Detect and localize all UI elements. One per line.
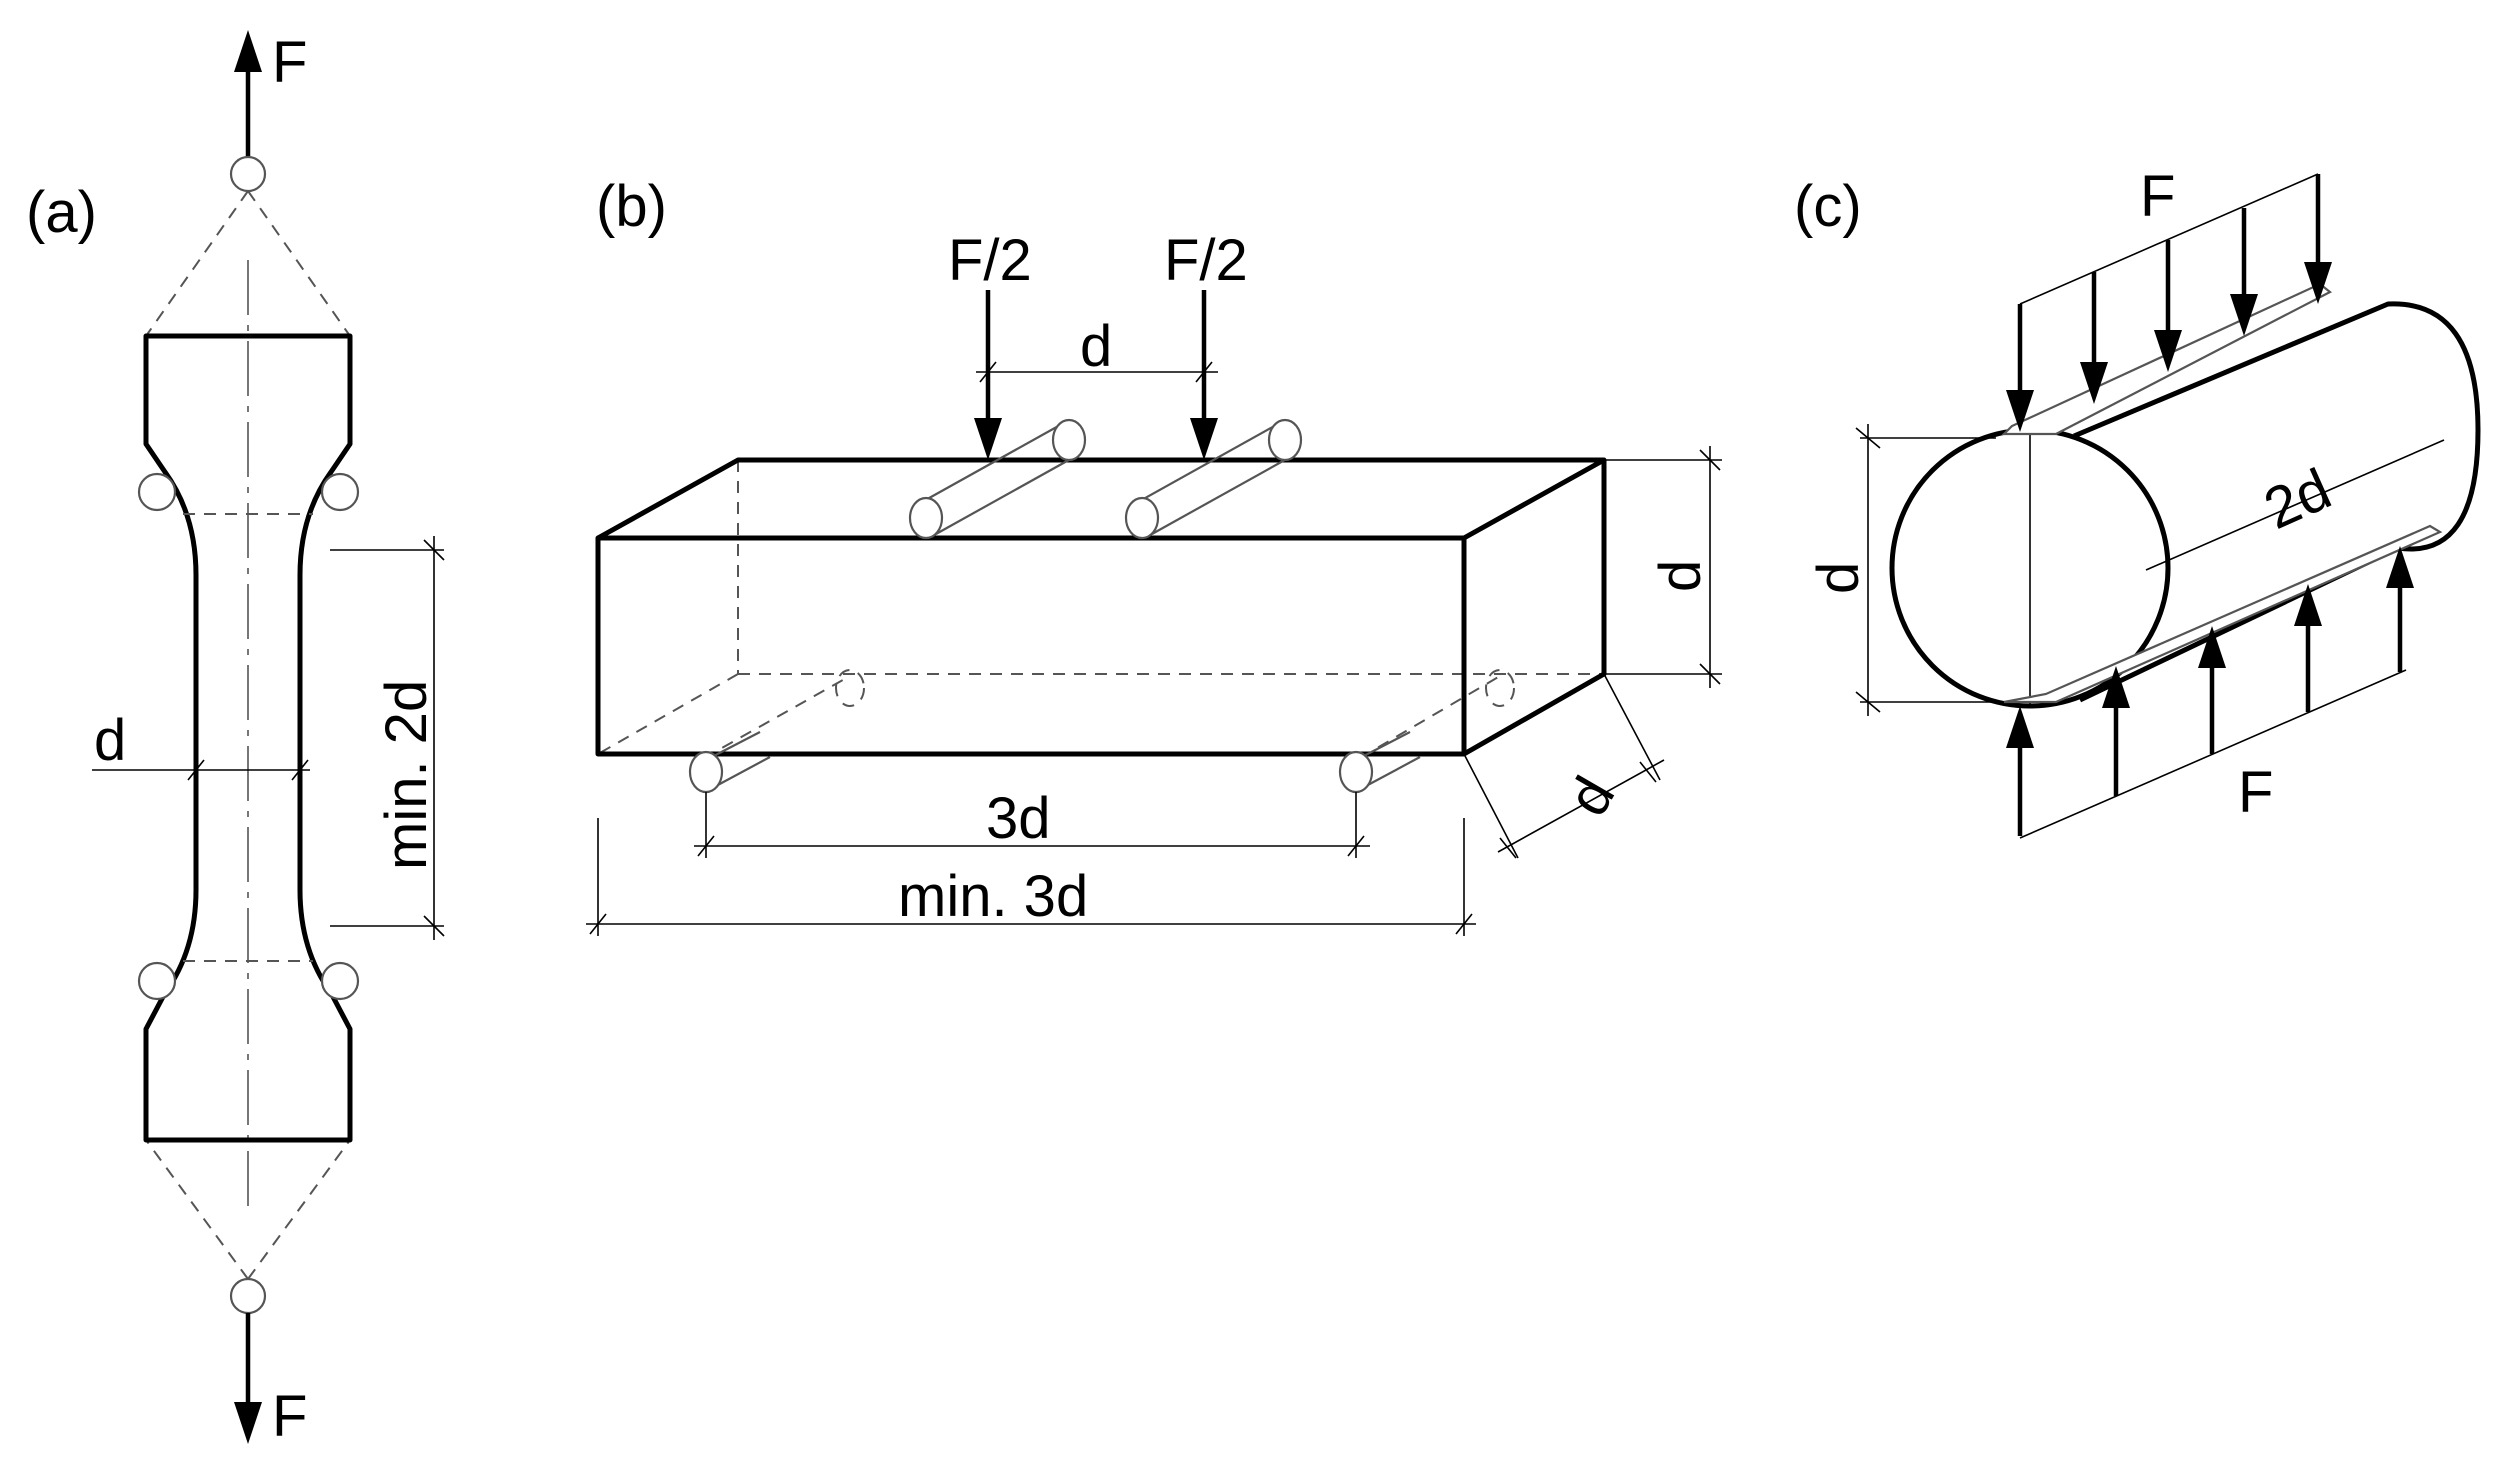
dim-span-label: 3d	[986, 786, 1051, 851]
panel-a: (a) F d min. 2	[26, 30, 445, 1449]
dim-length-label: min. 3d	[898, 864, 1088, 929]
dim-width-tick-left	[187, 759, 205, 781]
dim-diameter-label: d	[1806, 562, 1871, 594]
dim-depth-tick-back	[1639, 761, 1657, 783]
dim-load-spacing-tick-right	[1195, 361, 1213, 383]
load-line-bottom-right	[247, 1139, 351, 1280]
support-roller-right-hidden	[1359, 675, 1501, 759]
dim-depth-ext-back	[1603, 673, 1661, 781]
load-roller-right	[1124, 418, 1303, 540]
force-top-label: F	[2140, 164, 2175, 229]
panel-c-label: (c)	[1794, 174, 1862, 239]
top-load-arrowhead-4	[2230, 294, 2258, 336]
support-roller-left-hidden	[703, 675, 851, 759]
bottom-load-arrowhead-5	[2386, 546, 2414, 588]
top-load-arrowhead-2	[2080, 362, 2108, 404]
top-load-baseline	[2019, 173, 2319, 305]
support-roller-right	[1338, 731, 1421, 794]
force-bottom-label: F	[2238, 760, 2273, 825]
dim-height-tick-bottom	[1699, 663, 1721, 685]
cylinder-body	[2073, 301, 2481, 703]
bottom-load-arrowhead-1	[2006, 706, 2034, 748]
load-line-top-left	[145, 190, 249, 337]
dim-height-tick-top	[1699, 449, 1721, 471]
top-load-arrowhead-1	[2006, 390, 2034, 432]
force-left-label: F/2	[948, 228, 1032, 293]
pin-bottom	[229, 1277, 267, 1315]
load-line-top-right	[247, 190, 351, 337]
dim-load-spacing-tick-left	[979, 361, 997, 383]
force-bottom-arrowhead	[234, 1402, 262, 1444]
prism-hidden-bottom-left	[597, 673, 739, 755]
bottom-load-arrowhead-2	[2102, 666, 2130, 708]
dim-depth-label: d	[1555, 766, 1627, 826]
load-arrow-right-head	[1190, 418, 1218, 460]
dim-height-label: d	[1648, 560, 1713, 592]
panel-b: (b)	[586, 174, 1722, 936]
grip-roller-bottom-right	[320, 961, 360, 1001]
load-arrow-left-head	[974, 418, 1002, 460]
top-load-arrowhead-3	[2154, 330, 2182, 372]
grip-roller-top-right	[320, 472, 360, 512]
specimen-outline	[143, 333, 353, 1143]
dim-length-tick-top	[423, 539, 445, 561]
bottom-load-arrowhead-4	[2294, 584, 2322, 626]
force-top-arrowhead	[234, 30, 262, 72]
support-roller-left-hidden-end	[835, 669, 865, 707]
panel-a-label: (a)	[26, 180, 97, 245]
dim-length-tick-right	[1455, 913, 1473, 935]
dim-width-label: d	[94, 708, 126, 773]
dim-diameter-tick-top	[1855, 427, 1881, 449]
prism-side-face	[1462, 460, 1607, 757]
dim-cylinder-length-label: 2d	[2255, 456, 2340, 542]
dim-depth-ext-front	[1463, 753, 1519, 859]
support-roller-right-hidden-end	[1485, 669, 1515, 707]
force-top-label: F	[272, 30, 307, 95]
dim-span-tick-left	[697, 835, 715, 857]
panel-b-label: (b)	[596, 174, 667, 239]
prism-top-face	[596, 457, 1607, 541]
dim-depth-tick-front	[1499, 837, 1517, 859]
grip-roller-top-left	[137, 472, 177, 512]
pin-top	[229, 155, 267, 193]
support-roller-left	[688, 731, 771, 794]
dim-length-label: min. 2d	[374, 680, 439, 870]
grip-roller-bottom-left	[137, 961, 177, 1001]
load-roller-left	[908, 418, 1087, 540]
loading-strip-bottom	[2003, 524, 2443, 704]
load-line-bottom-left	[145, 1139, 249, 1280]
dim-length-tick-left	[589, 913, 607, 935]
dim-load-spacing-label: d	[1080, 314, 1112, 379]
prism-front-face	[595, 535, 1467, 757]
dim-width-tick-right	[291, 759, 309, 781]
force-bottom-label: F	[272, 1384, 307, 1449]
dim-length-tick-bottom	[423, 915, 445, 937]
cylinder-axis-line	[2145, 439, 2445, 571]
dim-depth-line	[1497, 759, 1665, 853]
dim-span-tick-right	[1347, 835, 1365, 857]
dim-diameter-tick-bottom	[1855, 691, 1881, 713]
panel-c: (c) F F	[1794, 164, 2481, 839]
bottom-load-arrowhead-3	[2198, 626, 2226, 668]
top-load-arrowhead-5	[2304, 262, 2332, 304]
force-right-label: F/2	[1164, 228, 1248, 293]
